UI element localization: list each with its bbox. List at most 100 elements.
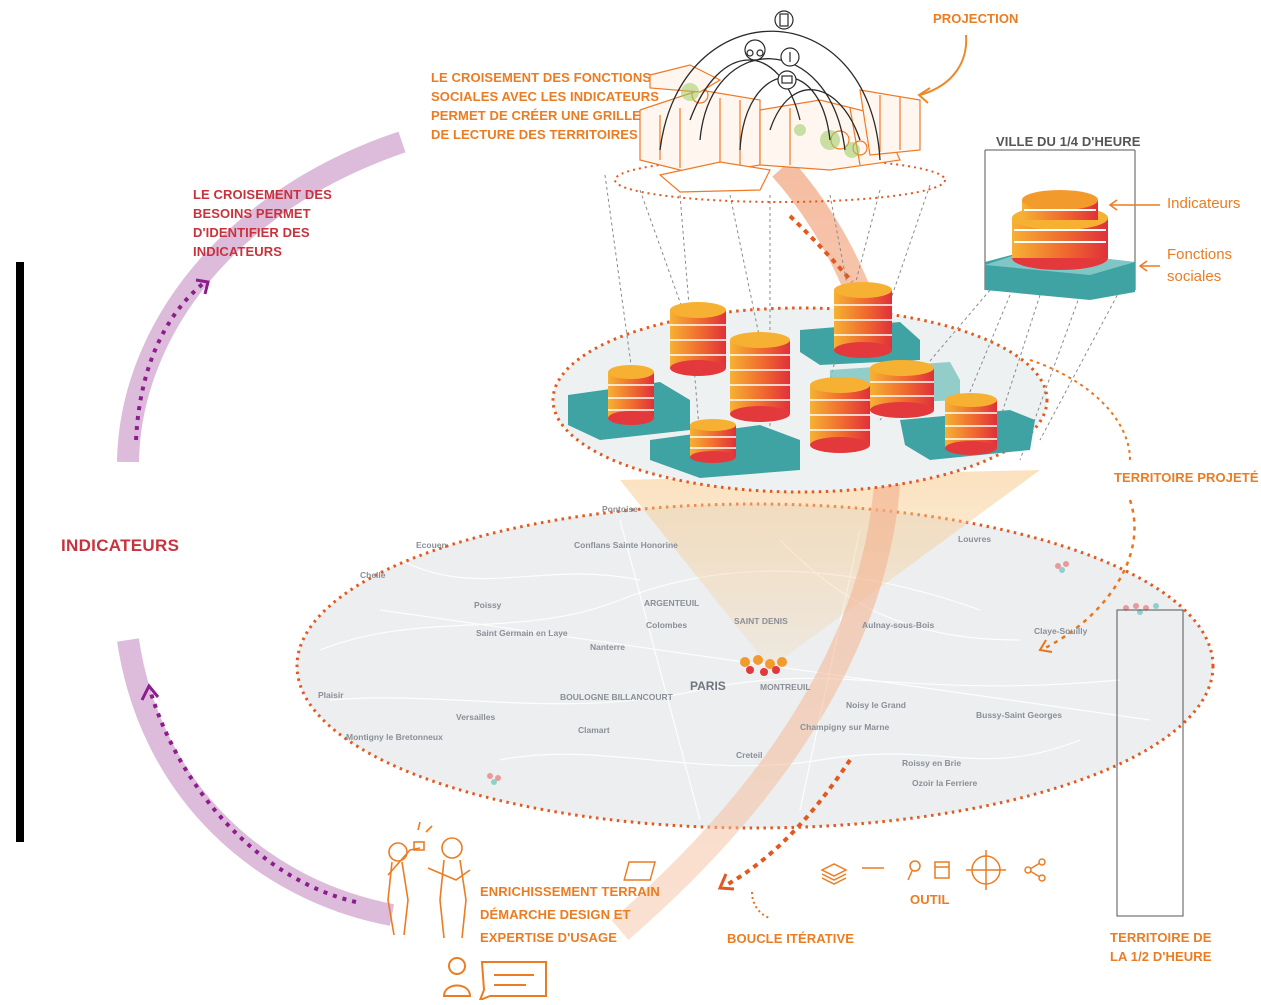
indicateurs-main-text: INDICATEURS [61, 536, 180, 555]
projection-arrow [919, 34, 968, 96]
demi-heure-box [1116, 609, 1184, 917]
territoire-dotted [1029, 359, 1131, 461]
boucle-pointer [751, 891, 771, 919]
territory-cylinders [568, 282, 1035, 478]
magnifier-icon [907, 860, 921, 881]
territoire-dotted-2 [1044, 499, 1136, 650]
croisement-fonctions-line: LE CROISEMENT DES FONCTIONS [431, 70, 652, 85]
map-place: Louvres [958, 534, 991, 544]
enrichissement-line: EXPERTISE D'USAGE [480, 930, 617, 945]
bike-icon [744, 39, 766, 61]
left-bar [16, 262, 24, 842]
people-observing-icon [387, 821, 471, 939]
territoire-arrowhead [1038, 639, 1053, 653]
map-place: Montigny le Bretonneux [346, 732, 443, 742]
map-place: Clamart [578, 725, 610, 735]
map-place: Claye-Souilly [1034, 626, 1088, 636]
map-place: Ozoir la Ferriere [912, 778, 977, 788]
outil-text: OUTIL [910, 892, 950, 907]
croisement-fonctions-line: PERMET DE CRÉER UNE GRILLE [431, 108, 641, 123]
map-place: Poissy [474, 600, 502, 610]
iterative-dots-bottom [727, 758, 852, 886]
territoire-projete-text: TERRITOIRE PROJETÉ [1114, 470, 1259, 485]
projection-arrowhead [917, 87, 931, 104]
loop-dots-top [134, 280, 207, 441]
territoire-demi-heure-label: TERRITOIRE DE LA 1/2 D'HEURE [1110, 928, 1212, 966]
cyl-1 [608, 365, 654, 425]
croisement-fonctions-label: LE CROISEMENT DES FONCTIONS SOCIALES AVE… [431, 68, 659, 144]
share-icon [1024, 858, 1046, 882]
fonctions-legend-line: sociales [1167, 268, 1222, 285]
loop-dots-bottom [148, 689, 357, 904]
indicateurs-legend: Indicateurs [1167, 193, 1240, 215]
cyl-6 [870, 360, 934, 418]
croisement-fonctions-line: SOCIALES AVEC LES INDICATEURS [431, 89, 660, 104]
person-icon [442, 957, 472, 997]
loop-arrow-top [195, 278, 210, 295]
territoire-projete-label: TERRITOIRE PROJETÉ [1114, 468, 1259, 487]
map-place: Chelle [360, 570, 386, 580]
sketch-greenery [681, 83, 860, 158]
croisement-fonctions-line: DE LECTURE DES TERRITOIRES [431, 127, 638, 142]
fonctions-legend-line: Fonctions [1167, 246, 1233, 263]
enrichissement-line: DÉMARCHE DESIGN ET [480, 907, 631, 922]
enrichissement-line: ENRICHISSEMENT TERRAIN [480, 884, 660, 899]
map-place: Noisy le Grand [846, 700, 906, 710]
map-place: Aulnay-sous-Bois [862, 620, 935, 630]
indicateurs-main-label: INDICATEURS [61, 536, 179, 555]
croisement-besoins-line: BESOINS PERMET [193, 206, 311, 221]
croisement-besoins-label: LE CROISEMENT DES BESOINS PERMET D'IDENT… [193, 185, 332, 261]
map-place: Roissy en Brie [902, 758, 961, 768]
cyl-4 [834, 282, 892, 358]
iterative-dots-top [788, 214, 854, 284]
map-place: Versailles [456, 712, 496, 722]
croisement-besoins-line: D'IDENTIFIER DES [193, 225, 310, 240]
map-place: Ecouen [416, 540, 447, 550]
fonctions-sociales-legend: Fonctions sociales [1167, 244, 1232, 288]
map-place: Bussy-Saint Georges [976, 710, 1062, 720]
map-labels: Pontoise Conflans Sainte Honorine Louvre… [318, 504, 1088, 788]
map-place: SAINT DENIS [734, 616, 788, 626]
tool-icons [623, 850, 1046, 890]
cyl-3 [730, 332, 790, 422]
quart-heure-detail [984, 149, 1160, 300]
cyl-2 [670, 302, 726, 376]
map-place: Creteil [736, 750, 762, 760]
map-place: Plaisir [318, 690, 344, 700]
park-icon [780, 47, 800, 67]
map-ellipse-outline [295, 502, 1215, 830]
speech-bubble-icon [478, 961, 547, 1002]
map-ellipse-fill [297, 504, 1213, 828]
projection-cone [620, 470, 1040, 668]
map-place: MONTREUIL [760, 682, 811, 692]
map-place: Nanterre [590, 642, 625, 652]
ville-quart-heure-text: VILLE DU 1/4 D'HEURE [996, 134, 1141, 149]
cyl-8 [690, 419, 736, 463]
map-place: ARGENTEUIL [644, 598, 699, 608]
cyl-5 [810, 377, 870, 453]
shop-icon [777, 70, 797, 90]
iterative-arrow [717, 873, 735, 891]
projection-label: PROJECTION [933, 9, 1019, 28]
enrichissement-label: ENRICHISSEMENT TERRAIN DÉMARCHE DESIGN E… [480, 880, 660, 949]
map-place: Saint Germain en Laye [476, 628, 568, 638]
map-place: PARIS [690, 679, 726, 693]
map-place: BOULOGNE BILLANCOURT [560, 692, 674, 702]
calendar-icon [623, 861, 884, 881]
boucle-iterative-text: BOUCLE ITÉRATIVE [727, 931, 855, 946]
cyl-7 [945, 393, 997, 455]
indicateurs-legend-text: Indicateurs [1167, 195, 1241, 212]
map-place: Pontoise [602, 504, 638, 514]
loop-arrow-bottom [140, 683, 160, 701]
demi-heure-line: LA 1/2 D'HEURE [1110, 949, 1212, 964]
demi-heure-line: TERRITOIRE DE [1110, 930, 1212, 945]
phone-icon [774, 10, 794, 30]
projection-icons [744, 10, 800, 90]
panel-icon [934, 861, 950, 879]
projection-arches [659, 30, 881, 161]
outil-label: OUTIL [910, 890, 950, 909]
croisement-besoins-line: LE CROISEMENT DES [193, 187, 332, 202]
projection-text: PROJECTION [933, 11, 1019, 26]
